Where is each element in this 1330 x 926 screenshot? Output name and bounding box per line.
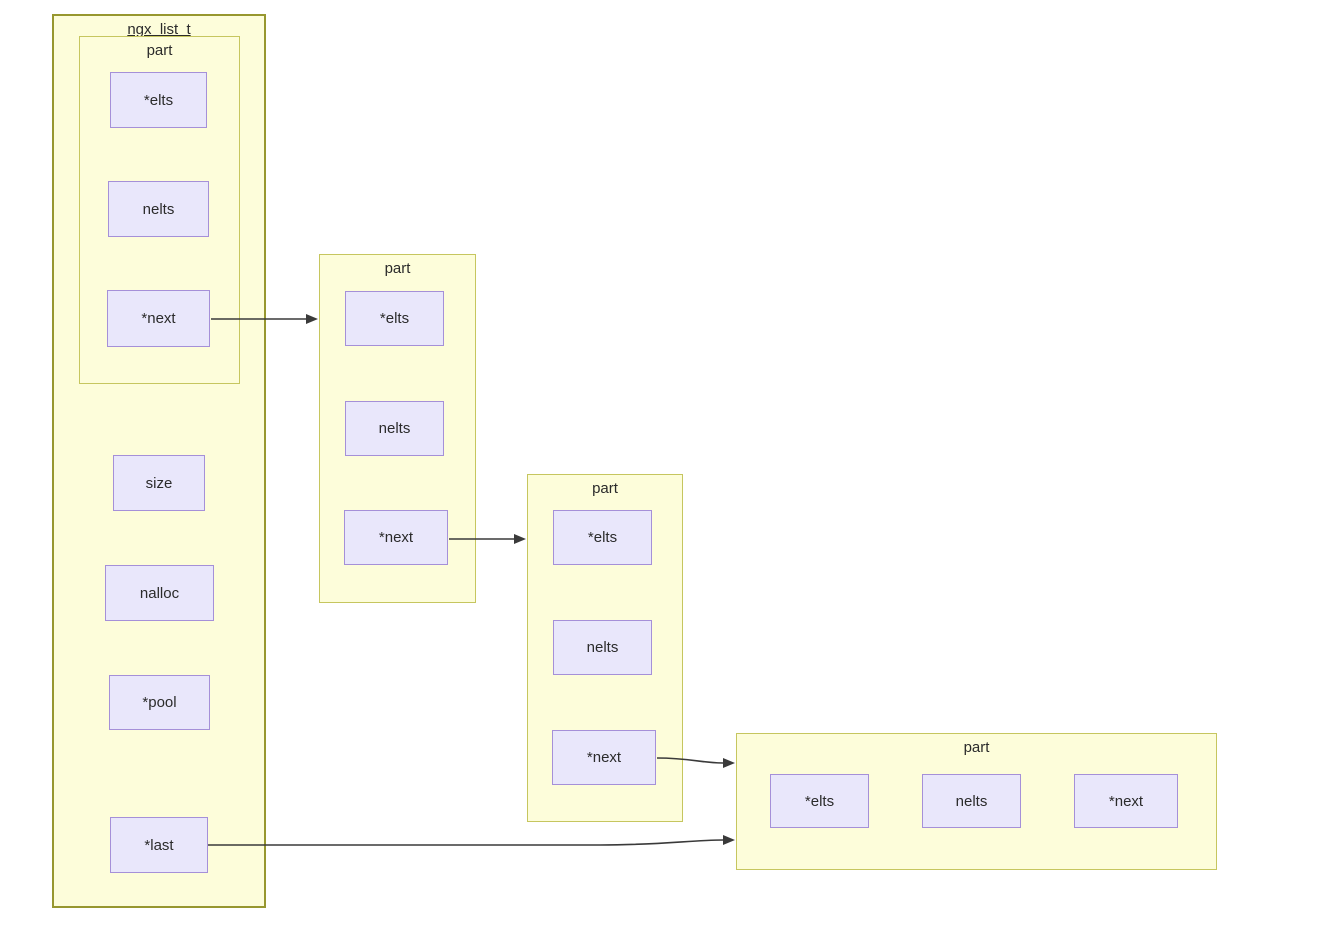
part2-container: part *elts nelts *next: [319, 254, 476, 603]
part4-title: part: [963, 739, 990, 756]
list-field-last: *last: [110, 817, 208, 873]
arrowhead-icon: [723, 835, 735, 845]
arrowhead-icon: [306, 314, 318, 324]
part2-field-nelts: nelts: [345, 401, 444, 456]
list-field-nalloc: nalloc: [105, 565, 214, 621]
part1-field-elts: *elts: [110, 72, 207, 128]
part3-container: part *elts nelts *next: [527, 474, 683, 822]
part4-container: part *elts nelts *next: [736, 733, 1217, 870]
part1-field-next: *next: [107, 290, 210, 347]
part2-field-next: *next: [344, 510, 448, 565]
part3-field-nelts: nelts: [553, 620, 652, 675]
part1-container: part *elts nelts *next: [79, 36, 240, 384]
arrow-last-to-part4: [208, 835, 735, 846]
arrow-line-icon: [208, 839, 724, 846]
part2-title: part: [384, 260, 411, 277]
list-field-pool: *pool: [109, 675, 210, 730]
part1-field-nelts: nelts: [108, 181, 209, 237]
arrowhead-icon: [514, 534, 526, 544]
part1-title: part: [146, 42, 173, 59]
ngx-list-t-title: ngx_list_t: [127, 21, 191, 38]
arrowhead-icon: [723, 758, 735, 768]
part4-field-next: *next: [1074, 774, 1178, 828]
part3-field-next: *next: [552, 730, 656, 785]
part4-field-nelts: nelts: [922, 774, 1021, 828]
ngx-list-t-container: ngx_list_t part *elts nelts *next size n…: [52, 14, 266, 908]
list-field-size: size: [113, 455, 205, 511]
part4-field-elts: *elts: [770, 774, 869, 828]
part3-title: part: [592, 480, 618, 497]
part3-field-elts: *elts: [553, 510, 652, 565]
part2-field-elts: *elts: [345, 291, 444, 346]
